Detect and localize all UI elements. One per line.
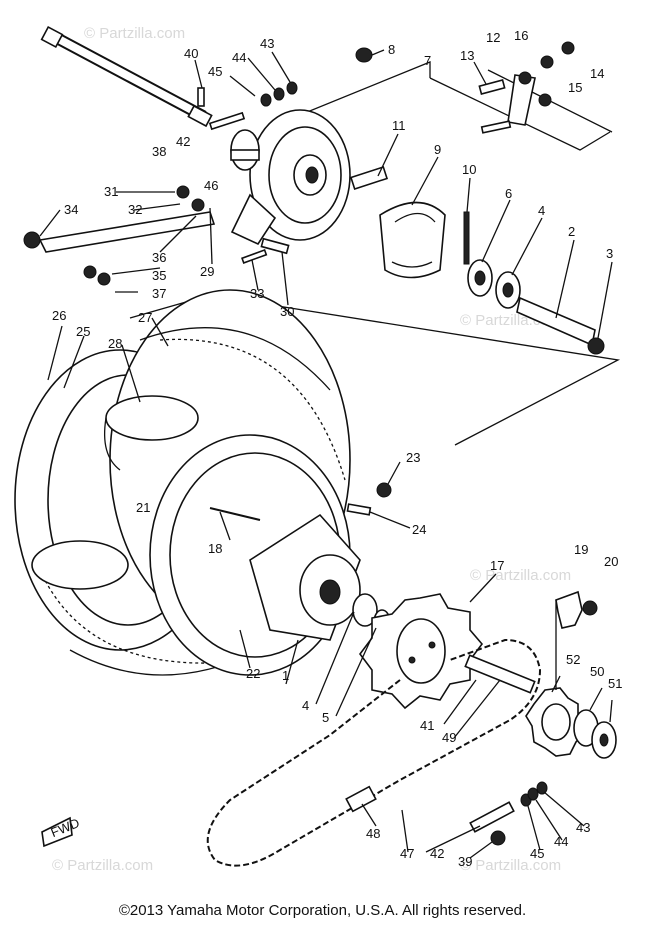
fwd-arrow: FWD	[41, 815, 82, 848]
callout-31: 31	[104, 184, 118, 199]
rear-axle	[40, 25, 213, 128]
callout-16: 16	[514, 28, 528, 43]
torque-arm	[23, 185, 216, 293]
callout-18: 18	[208, 541, 222, 556]
callout-14: 14	[590, 66, 604, 81]
brake-camshaft	[349, 166, 389, 190]
brake-backing-plate	[230, 109, 351, 246]
callout-44-lower: 44	[554, 834, 568, 849]
callout-23: 23	[406, 450, 420, 465]
callout-52: 52	[566, 652, 580, 667]
callout-27: 27	[138, 310, 152, 325]
rim-and-hub	[149, 434, 391, 676]
inner-tube	[31, 395, 199, 590]
callout-49: 49	[442, 730, 456, 745]
brake-arm	[478, 71, 552, 134]
hub-bolts	[346, 482, 392, 516]
drive-sprocket-assembly	[525, 687, 617, 759]
brake-shoes	[379, 201, 446, 279]
watermark-bottom-left: © Partzilla.com	[52, 857, 153, 874]
callout-6: 6	[505, 186, 512, 201]
callout-36: 36	[152, 250, 166, 265]
callout-30: 30	[280, 304, 294, 319]
chain-adjuster	[555, 590, 598, 690]
callout-5: 5	[322, 710, 329, 725]
callout-28: 28	[108, 336, 122, 351]
callout-40: 40	[184, 46, 198, 61]
lower-hardware	[469, 781, 548, 846]
callout-45-lower: 45	[530, 846, 544, 861]
callout-44-upper: 44	[232, 50, 246, 65]
rear-sprocket	[359, 593, 484, 710]
callout-38: 38	[152, 144, 166, 159]
callout-12: 12	[486, 30, 500, 45]
callout-25: 25	[76, 324, 90, 339]
callout-35: 35	[152, 268, 166, 283]
drive-chain	[206, 638, 542, 867]
callout-4-lower: 4	[302, 698, 309, 713]
hub-bearings	[463, 211, 605, 355]
callout-26: 26	[52, 308, 66, 323]
callout-39: 39	[458, 854, 472, 869]
callout-1: 1	[282, 668, 289, 683]
callout-11: 11	[392, 118, 406, 133]
collar	[230, 129, 260, 171]
callout-42-lower: 42	[430, 846, 444, 861]
callout-9: 9	[434, 142, 441, 157]
callout-3: 3	[606, 246, 613, 261]
drive-shaft	[464, 654, 536, 694]
callout-46: 46	[204, 178, 218, 193]
callout-15: 15	[568, 80, 582, 95]
callout-33: 33	[250, 286, 264, 301]
callout-13: 13	[460, 48, 474, 63]
callout-48: 48	[366, 826, 380, 841]
callout-2: 2	[568, 224, 575, 239]
callout-19: 19	[574, 542, 588, 557]
callout-labels: 1 2 3 4 4 5 6 7 8 9 10 11 12 13 14 15 16…	[52, 28, 622, 869]
bolts-30-33	[241, 237, 290, 264]
callout-24: 24	[412, 522, 426, 537]
leader-lines	[39, 49, 613, 859]
callout-20: 20	[604, 554, 618, 569]
callout-22: 22	[246, 666, 260, 681]
callout-47: 47	[400, 846, 414, 861]
callout-50: 50	[590, 664, 604, 679]
callout-29: 29	[200, 264, 214, 279]
callout-51: 51	[608, 676, 622, 691]
callout-41: 41	[420, 718, 434, 733]
watermark-top: © Partzilla.com	[84, 25, 185, 42]
callout-7: 7	[424, 53, 431, 68]
callout-34: 34	[64, 202, 78, 217]
watermark-bottom-right: © Partzilla.com	[460, 857, 561, 874]
callout-4-upper: 4	[538, 203, 545, 218]
callout-43-upper: 43	[260, 36, 274, 51]
top-fasteners	[197, 41, 575, 131]
callout-10: 10	[462, 162, 476, 177]
callout-8: 8	[388, 42, 395, 57]
callout-42-upper: 42	[176, 134, 190, 149]
watermark-mid-right: © Partzilla.com	[470, 567, 571, 584]
copyright-notice: ©2013 Yamaha Motor Corporation, U.S.A. A…	[118, 902, 527, 919]
callout-45-upper: 45	[208, 64, 222, 79]
callout-43-lower: 43	[576, 820, 590, 835]
callout-37: 37	[152, 286, 166, 301]
callout-21: 21	[136, 500, 150, 515]
callout-32: 32	[128, 202, 142, 217]
callout-17: 17	[490, 558, 504, 573]
